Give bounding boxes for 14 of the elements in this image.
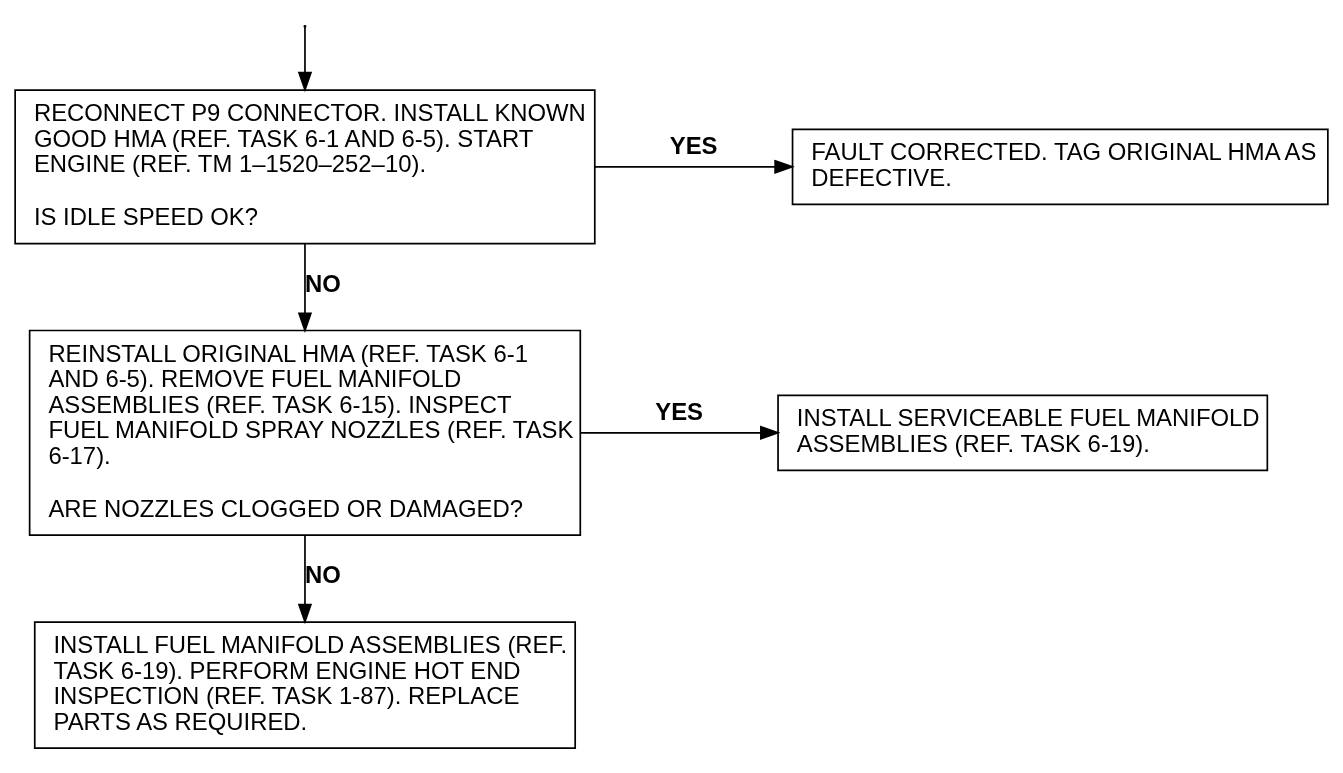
node-box: INSTALL SERVICEABLE FUEL MANIFOLD ASSEMBLIES (REF. TASK 6-19).: [777, 393, 1269, 471]
edge-label: NO: [304, 269, 341, 297]
edge-label: NO: [304, 560, 341, 588]
node-box: INSTALL FUEL MANIFOLD ASSEMBLIES (REF. TASK 6-19). PERFORM ENGINE HOT END INSPECTION (REF. TASK 1-87). REPLACE PARTS AS REQUIRED.: [33, 620, 577, 749]
edge-label: YES: [669, 131, 718, 159]
arrow: [579, 425, 781, 440]
arrow: [297, 25, 313, 92]
arrow: [297, 534, 313, 624]
edge-label: YES: [655, 396, 704, 424]
node-box: RECONNECT P9 CONNECTOR. INSTALL KNOWN GOOD HMA (REF. TASK 6-1 AND 6-5). START ENGINE (REF. TM 1–1520–252–10). IS IDLE SPEED OK?: [14, 88, 596, 244]
node-box: FAULT CORRECTED. TAG ORIGINAL HMA AS DEFECTIVE.: [791, 128, 1329, 205]
arrow: [593, 159, 795, 174]
node-box: REINSTALL ORIGINAL HMA (REF. TASK 6-1 AND 6-5). REMOVE FUEL MANIFOLD ASSEMBLIES (REF. TASK 6-15). INSPECT FUEL MANIFOLD SPRAY NOZZLES (REF. TASK 6-17). ARE NOZZLES CLOGGED OR DAMAGED?: [28, 329, 582, 536]
arrow: [297, 242, 313, 333]
